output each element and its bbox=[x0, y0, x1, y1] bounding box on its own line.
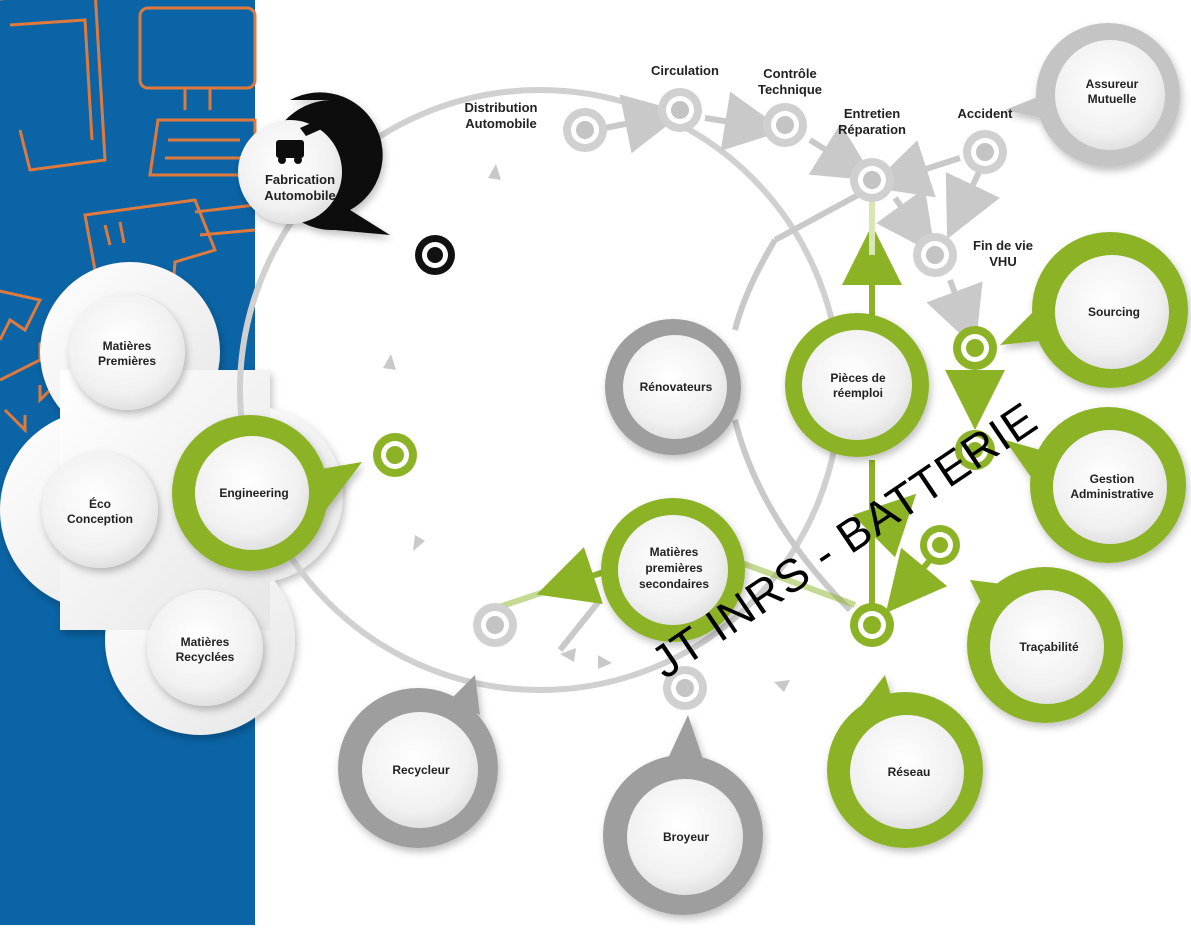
node-entretien bbox=[850, 158, 894, 202]
entretien-label-2: Réparation bbox=[838, 122, 906, 137]
pieces-label-2: réemploi bbox=[833, 386, 883, 400]
node-fabrication bbox=[415, 235, 455, 275]
node-gestion-link bbox=[955, 430, 995, 470]
fabrication-label-2: Automobile bbox=[264, 188, 336, 203]
actor-sourcing: Sourcing bbox=[1000, 232, 1188, 388]
actor-mps: Matières premières secondaires bbox=[601, 498, 745, 642]
node-recycleur-link bbox=[473, 603, 517, 647]
recycleur-label: Recycleur bbox=[392, 763, 450, 777]
node-controle bbox=[763, 103, 807, 147]
pieces-label-1: Pièces de bbox=[830, 371, 886, 385]
actor-tracabilite: Traçabilité bbox=[967, 567, 1123, 723]
actor-renovateurs: Rénovateurs bbox=[605, 319, 741, 455]
mps-label-1: Matières bbox=[650, 545, 699, 559]
tracabilite-label: Traçabilité bbox=[1019, 640, 1079, 654]
mps-label-3: secondaires bbox=[639, 577, 709, 591]
node-circulation bbox=[658, 88, 702, 132]
eco-label-2: Conception bbox=[67, 512, 133, 526]
distribution-label-2: Automobile bbox=[465, 116, 537, 131]
bubble-engineering: Engineering bbox=[172, 415, 362, 571]
actor-reseau: Réseau bbox=[827, 675, 983, 848]
node-reseau-link bbox=[920, 525, 960, 565]
computer-icon bbox=[138, 6, 257, 110]
assureur-label-1: Assureur bbox=[1086, 77, 1139, 91]
renovateurs-label: Rénovateurs bbox=[640, 380, 713, 394]
fin-de-vie-label-1: Fin de vie bbox=[973, 238, 1033, 253]
distribution-label-1: Distribution bbox=[465, 100, 538, 115]
assureur-label-2: Mutuelle bbox=[1088, 92, 1137, 106]
controle-label-1: Contrôle bbox=[763, 66, 816, 81]
top-flow bbox=[557, 91, 1000, 652]
eco-label-1: Éco bbox=[89, 496, 111, 511]
reseau-label: Réseau bbox=[888, 765, 931, 779]
tablet-icon bbox=[0, 0, 107, 172]
track-arrows bbox=[383, 164, 790, 692]
gestion-label-2: Administrative bbox=[1070, 487, 1154, 501]
node-engineering-link bbox=[373, 433, 417, 477]
node-sourcing-link bbox=[953, 326, 997, 370]
mr-label-1: Matières bbox=[181, 635, 230, 649]
entretien-label-1: Entretien bbox=[844, 106, 900, 121]
engineering-label: Engineering bbox=[219, 486, 288, 500]
mp-label-2: Premières bbox=[98, 354, 156, 368]
accident-label: Accident bbox=[958, 106, 1014, 121]
fin-de-vie-label-2: VHU bbox=[989, 254, 1016, 269]
node-broyeur-link bbox=[663, 666, 707, 710]
circulation-label: Circulation bbox=[651, 63, 719, 78]
broyeur-label: Broyeur bbox=[663, 830, 709, 844]
mps-label-2: premières bbox=[645, 561, 703, 575]
track-nodes bbox=[373, 88, 1007, 710]
node-hub bbox=[850, 603, 894, 647]
sourcing-label: Sourcing bbox=[1088, 305, 1140, 319]
fabrication-label-1: Fabrication bbox=[265, 172, 335, 187]
node-distribution bbox=[563, 108, 607, 152]
controle-label-2: Technique bbox=[758, 82, 822, 97]
mr-label-2: Recyclées bbox=[176, 650, 235, 664]
node-accident bbox=[963, 130, 1007, 174]
actor-broyeur: Broyeur bbox=[603, 715, 763, 915]
actor-recycleur: Recycleur bbox=[338, 675, 498, 848]
car-factory-icon bbox=[276, 120, 324, 164]
node-fin-de-vie bbox=[913, 233, 957, 277]
gestion-label-1: Gestion bbox=[1090, 472, 1135, 486]
mp-label-1: Matières bbox=[103, 339, 152, 353]
